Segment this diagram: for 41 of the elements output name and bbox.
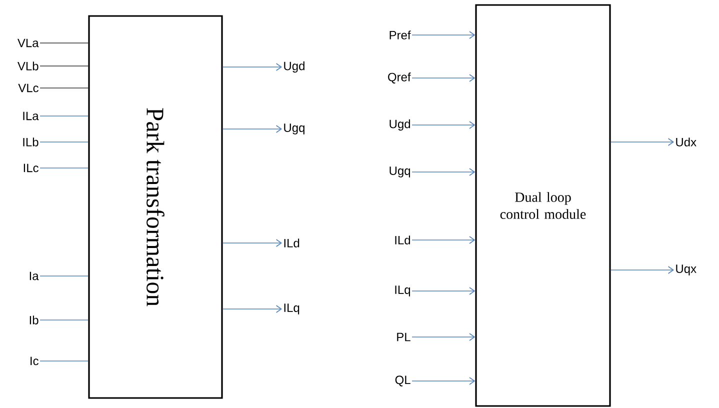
connector bbox=[222, 63, 282, 71]
signal-label: ILq bbox=[284, 304, 300, 314]
signal-label: Ugq bbox=[390, 166, 410, 178]
signal-label: Qref bbox=[388, 72, 411, 84]
signal-label: ILd bbox=[395, 236, 410, 244]
connector bbox=[40, 360, 89, 362]
signal-label: VLb bbox=[18, 62, 38, 70]
signal-label: Udx bbox=[676, 138, 696, 146]
signal-label: Uqx bbox=[676, 264, 696, 276]
signal-label: QL bbox=[395, 376, 410, 386]
signal-label: Pref bbox=[390, 30, 411, 40]
signal-label: PL bbox=[397, 332, 410, 342]
signal-label: Ugd bbox=[284, 61, 304, 73]
signal-label: Ia bbox=[30, 272, 39, 280]
signal-label: ILq bbox=[395, 286, 410, 296]
signal-label: Ib bbox=[30, 316, 38, 324]
connector bbox=[412, 168, 476, 176]
connector bbox=[222, 305, 282, 313]
block-box: Dual loop control module bbox=[475, 4, 611, 407]
connector bbox=[610, 138, 674, 146]
signal-label: Ic bbox=[30, 356, 38, 366]
connector bbox=[412, 121, 476, 129]
signal-label: ILb bbox=[23, 138, 38, 146]
signal-label: ILd bbox=[284, 238, 300, 248]
connector bbox=[412, 74, 476, 82]
signal-label: Ugq bbox=[284, 124, 304, 134]
connector bbox=[610, 266, 674, 274]
signal-label: ILc bbox=[24, 164, 38, 172]
signal-label: VLa bbox=[18, 38, 39, 48]
connector bbox=[40, 42, 89, 44]
connector bbox=[412, 31, 476, 39]
block-box: Park transformation bbox=[88, 15, 223, 399]
signal-label: Ugd bbox=[390, 119, 410, 131]
connector bbox=[412, 236, 476, 244]
signal-label: ILa bbox=[23, 112, 39, 120]
connector bbox=[412, 377, 476, 385]
connector bbox=[412, 333, 476, 341]
connector bbox=[222, 239, 282, 247]
signal-label: VLc bbox=[18, 84, 38, 92]
connector bbox=[412, 287, 476, 295]
connector bbox=[222, 125, 282, 133]
